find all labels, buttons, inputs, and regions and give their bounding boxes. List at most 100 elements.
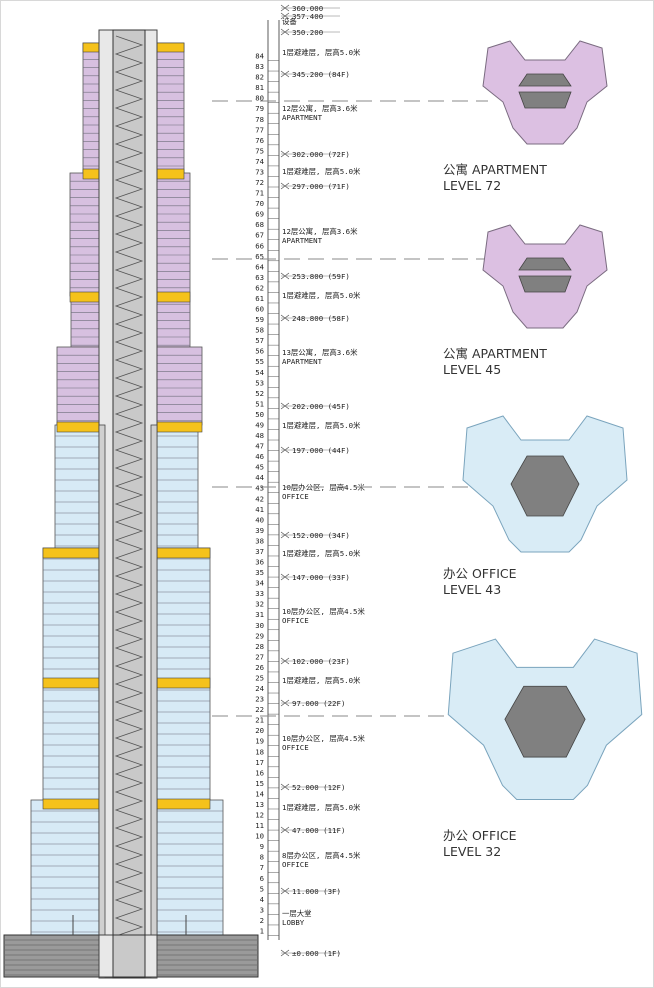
zone-label: 10层办公区, 层高4.5米 [282, 607, 365, 616]
facade-left [30, 799, 100, 936]
floor-number: 34 [255, 579, 264, 588]
elevation-label: 102.000 (23F) [292, 657, 350, 666]
floor-number: 81 [255, 83, 264, 92]
refuge-floor-right [156, 421, 203, 433]
core-shaft [112, 29, 146, 979]
zone-label: APARTMENT [282, 357, 323, 366]
elevation-label: 147.000 (33F) [292, 573, 350, 582]
plan-title: 办公 OFFICE [443, 828, 517, 843]
floor-number: 17 [255, 758, 264, 767]
refuge-floor-left [42, 798, 100, 810]
floor-number: 61 [255, 294, 264, 303]
floor-number: 83 [255, 62, 264, 71]
floor-number: 52 [255, 389, 264, 398]
elevation-label: 302.000 (72F) [292, 150, 350, 159]
elevation-label: 253.800 (59F) [292, 272, 350, 281]
elevation-label: 11.000 (3F) [292, 887, 341, 896]
floor-number: 5 [260, 884, 264, 893]
floor-number: 60 [255, 305, 264, 314]
plan-core [504, 685, 586, 758]
floor-number: 84 [255, 52, 264, 61]
floor-number: 28 [255, 642, 264, 651]
floor-number: 78 [255, 115, 264, 124]
refuge-floor-right [156, 798, 211, 810]
refuge-floor-left [42, 677, 100, 689]
zone-label: 12层公寓, 层高3.6米 [282, 104, 358, 113]
elevation-label: 357.400 [292, 12, 323, 21]
floor-number: 13 [255, 800, 264, 809]
facade-right [156, 424, 199, 549]
refuge-floor-right [156, 547, 211, 559]
floor-number: 54 [255, 368, 264, 377]
elevation-label: 202.000 (45F) [292, 402, 350, 411]
core-stair-zigzag [114, 35, 144, 973]
floor-number: 42 [255, 494, 264, 503]
facade-right [156, 172, 191, 297]
floor-number: 53 [255, 378, 264, 387]
facade-left [42, 547, 100, 680]
floor-number: 35 [255, 568, 264, 577]
zone-label: 13层公寓, 层高3.6米 [282, 348, 358, 357]
zone-label: OFFICE [282, 616, 309, 625]
floor-number: 2 [260, 916, 264, 925]
floor-number: 3 [260, 905, 264, 914]
floor-number: 62 [255, 283, 264, 292]
elevation-label: 197.000 (44F) [292, 446, 350, 455]
floor-number: 24 [255, 684, 264, 693]
floor-number: 25 [255, 673, 264, 682]
facade-left [69, 172, 100, 297]
zone-label: OFFICE [282, 743, 309, 752]
zone-label: 1层避难层, 层高5.0米 [282, 549, 361, 558]
floor-number: 11 [255, 821, 264, 830]
facade-left [70, 295, 100, 348]
floor-number: 18 [255, 747, 264, 756]
core-wall-right [150, 424, 158, 979]
floor-number: 63 [255, 273, 264, 282]
floor-number: 32 [255, 600, 264, 609]
zone-label: 1层避难层, 层高5.0米 [282, 676, 361, 685]
plan-level: LEVEL 45 [443, 362, 501, 377]
floor-number: 47 [255, 442, 264, 451]
floor-number: 58 [255, 326, 264, 335]
refuge-floor-right [156, 677, 211, 689]
elevation-label: 345.200 (84F) [292, 70, 350, 79]
floor-number: 50 [255, 410, 264, 419]
floor-number: 38 [255, 536, 264, 545]
floor-number: 48 [255, 431, 264, 440]
zone-label: 1层避难层, 层高5.0米 [282, 803, 361, 812]
floor-number: 8 [260, 853, 264, 862]
floor-number: 27 [255, 652, 264, 661]
floor-number: 12 [255, 811, 264, 820]
floor-number: 30 [255, 621, 264, 630]
floor-number: 1 [260, 927, 264, 936]
refuge-floor-right [156, 168, 185, 180]
elevation-label: 297.000 (71F) [292, 182, 350, 191]
floor-scale: 8483828180797877767574737271706968676665… [255, 20, 280, 940]
plan-core [510, 455, 580, 517]
floor-number: 71 [255, 189, 264, 198]
floor-number: 37 [255, 547, 264, 556]
zone-label: 一层大堂 [282, 909, 312, 918]
floor-number: 44 [255, 473, 264, 482]
floor-number: 80 [255, 94, 264, 103]
zone-label: 1层避难层, 层高5.0米 [282, 291, 361, 300]
floor-number: 77 [255, 125, 264, 134]
floor-number: 29 [255, 631, 264, 640]
plan-core-upper [518, 257, 572, 271]
floor-number: 56 [255, 347, 264, 356]
floor-number: 45 [255, 463, 264, 472]
refuge-floor-left [82, 42, 100, 53]
elevation-label: 52.000 (12F) [292, 783, 345, 792]
floor-number: 79 [255, 104, 264, 113]
core-base-shaft [112, 934, 146, 978]
plan-core-lower [518, 275, 572, 293]
floor-number: 20 [255, 726, 264, 735]
floor-number: 41 [255, 505, 264, 514]
zone-label: APARTMENT [282, 236, 323, 245]
floor-number: 55 [255, 357, 264, 366]
zone-label: 1层避难层, 层高5.0米 [282, 167, 361, 176]
zone-label: 10层办公区, 层高4.5米 [282, 734, 365, 743]
floor-number: 69 [255, 210, 264, 219]
